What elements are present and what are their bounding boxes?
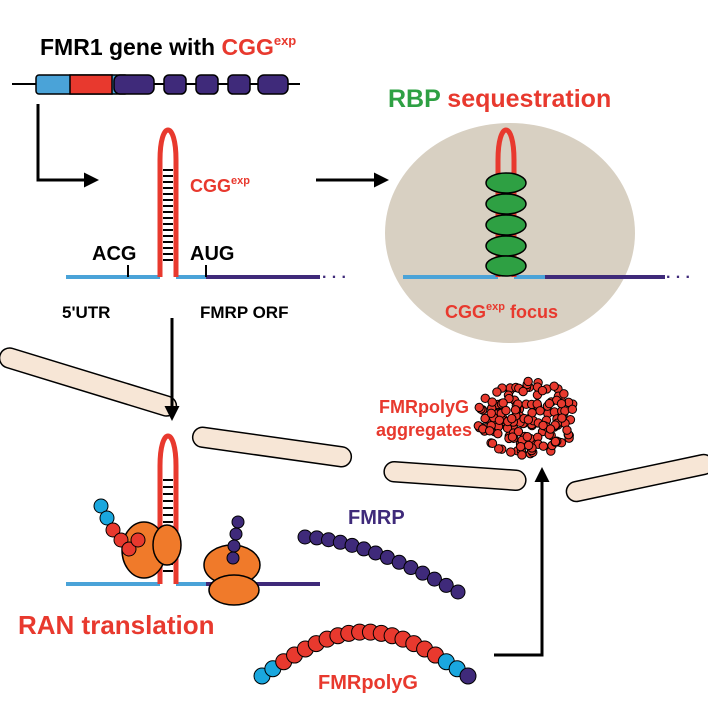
utr-label: 5'UTR xyxy=(62,303,110,322)
bead xyxy=(515,441,526,452)
bead xyxy=(535,406,545,416)
bead xyxy=(474,402,484,413)
bead xyxy=(487,438,498,449)
bead xyxy=(484,426,495,436)
arrow-up-icon xyxy=(494,467,550,657)
title: FMR1 gene with CGGexp xyxy=(40,33,296,60)
fmr1-gene xyxy=(12,74,300,95)
bead xyxy=(493,428,503,439)
fmrp-label: FMRP xyxy=(348,507,405,529)
bead xyxy=(544,398,555,409)
bead xyxy=(415,565,431,581)
focus-label: CGGexp focus xyxy=(445,301,558,322)
bead xyxy=(492,387,502,397)
bead xyxy=(557,413,567,423)
bead xyxy=(450,584,466,600)
bead xyxy=(523,415,534,425)
bead xyxy=(507,413,517,424)
bead xyxy=(506,447,516,457)
bead xyxy=(494,415,505,425)
aug-codon: AUG xyxy=(190,243,234,265)
hairpin-label: CGGexp xyxy=(190,175,250,196)
fmrp-protein xyxy=(297,529,466,600)
bead xyxy=(549,381,559,391)
ran-translation-label: RAN translation xyxy=(18,610,214,640)
bead xyxy=(438,577,454,593)
arrow-right-icon xyxy=(36,104,99,188)
fmrp-nascent-chain xyxy=(226,515,245,565)
ribosome-icon xyxy=(203,544,261,606)
bead xyxy=(459,667,477,685)
bead xyxy=(487,397,497,407)
cgg-repeat-block xyxy=(69,74,113,95)
rbp-title: RBP sequestration xyxy=(388,85,611,113)
filaments xyxy=(0,347,708,503)
exon-1 xyxy=(113,74,155,95)
bead xyxy=(513,426,524,437)
bead xyxy=(562,425,572,435)
fmrpolyg-label: FMRpolyG xyxy=(318,672,418,694)
mrna-hairpin: · · · xyxy=(66,127,347,286)
exon-2 xyxy=(163,74,187,95)
exon-4 xyxy=(227,74,251,95)
focus-rna: · · · xyxy=(403,127,691,286)
aggregates-line1: FMRpolyG xyxy=(379,397,469,417)
polyg-nascent-chain xyxy=(93,498,146,557)
bead xyxy=(494,444,504,454)
svg-text:· · ·: · · · xyxy=(322,269,347,286)
bead xyxy=(510,405,521,415)
bead xyxy=(518,386,528,397)
bead xyxy=(545,424,556,434)
aggregates-line2: aggregates xyxy=(376,420,472,440)
bead xyxy=(426,571,442,587)
bead xyxy=(522,432,533,442)
bead xyxy=(517,450,527,460)
rbp-proteins xyxy=(485,172,527,277)
bead xyxy=(538,441,549,451)
bead xyxy=(550,436,561,447)
orf-label: FMRP ORF xyxy=(200,303,288,322)
bead xyxy=(501,405,511,416)
fmrpolyg-protein xyxy=(253,623,477,685)
bead xyxy=(486,408,496,418)
hairpin-icon xyxy=(157,127,179,277)
bead xyxy=(507,432,518,442)
bead xyxy=(538,420,548,431)
exon-3 xyxy=(195,74,219,95)
svg-text:· · ·: · · · xyxy=(666,269,691,286)
bead xyxy=(537,385,548,396)
bead xyxy=(523,440,534,451)
acg-codon: ACG xyxy=(92,243,136,265)
bead xyxy=(567,404,578,415)
bead xyxy=(559,389,569,399)
fmrpolyg-aggregate xyxy=(473,376,578,460)
exon-5 xyxy=(257,74,289,95)
bead xyxy=(523,376,533,387)
